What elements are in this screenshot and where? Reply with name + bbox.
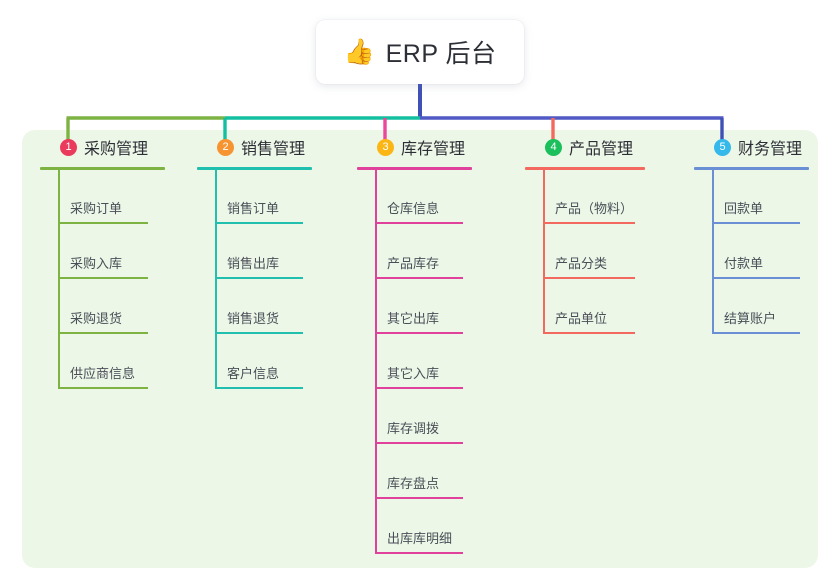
- root-node[interactable]: 👍 ERP 后台: [316, 20, 524, 84]
- branch-item-rule: [58, 332, 148, 334]
- branch-column-2: 2 销售管理销售订单销售出库销售退货客户信息: [197, 130, 312, 389]
- branch-item[interactable]: 产品单位: [525, 298, 657, 334]
- branch-item-rule: [215, 387, 303, 389]
- branch-header-rule-5: [694, 167, 809, 170]
- thumbs-up-icon: 👍: [343, 37, 375, 66]
- branch-header-rule-2: [197, 167, 312, 170]
- branch-badge-3: 3: [377, 138, 394, 156]
- branch-item[interactable]: 其它出库: [357, 298, 485, 334]
- branch-item-label: 库存调拨: [387, 421, 440, 436]
- branch-item-rule: [215, 222, 303, 224]
- branch-header-rule-4: [525, 167, 645, 170]
- branch-item-rule: [215, 332, 303, 334]
- branch-item-rule: [375, 552, 463, 554]
- branch-spine-1: [58, 169, 60, 389]
- branch-item-rule: [375, 497, 463, 499]
- branch-item[interactable]: 回款单: [694, 188, 822, 224]
- branch-item-label: 销售订单: [227, 201, 280, 216]
- branch-item-label: 产品单位: [555, 311, 608, 326]
- branch-item-label: 其它入库: [387, 366, 440, 381]
- branch-item[interactable]: 采购入库: [40, 243, 170, 279]
- branch-item[interactable]: 库存调拨: [357, 408, 485, 444]
- branch-item-rule: [58, 222, 148, 224]
- branch-item-label: 产品（物料）: [555, 201, 634, 216]
- branch-item-rule: [543, 332, 635, 334]
- branch-item[interactable]: 供应商信息: [40, 353, 170, 389]
- branch-item-rule: [58, 277, 148, 279]
- branch-item-label: 产品分类: [555, 256, 608, 271]
- branch-item-label: 供应商信息: [70, 366, 136, 381]
- branch-item-label: 采购退货: [70, 311, 123, 326]
- branch-title-4: 产品管理: [569, 141, 634, 158]
- branch-item[interactable]: 仓库信息: [357, 188, 485, 224]
- branch-item-label: 销售出库: [227, 256, 280, 271]
- branch-item[interactable]: 采购退货: [40, 298, 170, 334]
- branch-item-label: 库存盘点: [387, 476, 440, 491]
- branch-item[interactable]: 销售退货: [197, 298, 325, 334]
- branch-header-1[interactable]: 1 采购管理: [40, 130, 148, 164]
- branch-spine-4: [543, 169, 545, 334]
- branch-item-label: 客户信息: [227, 366, 280, 381]
- branch-item[interactable]: 采购订单: [40, 188, 170, 224]
- branches-panel: [22, 130, 818, 568]
- branch-title-2: 销售管理: [241, 141, 306, 158]
- branch-item-rule: [375, 332, 463, 334]
- root-title: ERP 后台: [385, 40, 497, 68]
- branch-header-4[interactable]: 4 产品管理: [525, 130, 633, 164]
- branch-item-rule: [712, 277, 800, 279]
- branch-item-rule: [543, 222, 635, 224]
- branch-item-label: 仓库信息: [387, 201, 440, 216]
- branch-header-3[interactable]: 3 库存管理: [357, 130, 465, 164]
- branch-item-rule: [712, 332, 800, 334]
- branch-item[interactable]: 产品分类: [525, 243, 657, 279]
- branch-item-rule: [712, 222, 800, 224]
- branch-spine-2: [215, 169, 217, 389]
- branch-item[interactable]: 其它入库: [357, 353, 485, 389]
- branch-badge-5: 5: [714, 138, 731, 156]
- branch-title-3: 库存管理: [401, 141, 466, 158]
- branch-item-label: 采购入库: [70, 256, 123, 271]
- branch-item[interactable]: 销售订单: [197, 188, 325, 224]
- branch-item-label: 出库库明细: [387, 531, 453, 546]
- branch-item-rule: [58, 387, 148, 389]
- branch-item[interactable]: 销售出库: [197, 243, 325, 279]
- branch-item-rule: [375, 442, 463, 444]
- branch-column-5: 5 财务管理回款单付款单结算账户: [694, 130, 809, 334]
- branch-item[interactable]: 出库库明细: [357, 518, 485, 554]
- branch-item-rule: [215, 277, 303, 279]
- branch-item-label: 产品库存: [387, 256, 440, 271]
- branch-item[interactable]: 结算账户: [694, 298, 822, 334]
- branch-column-1: 1 采购管理采购订单采购入库采购退货供应商信息: [40, 130, 165, 389]
- branch-badge-2: 2: [217, 138, 234, 156]
- branch-badge-1: 1: [60, 138, 77, 156]
- branch-spine-5: [712, 169, 714, 334]
- branch-item[interactable]: 客户信息: [197, 353, 325, 389]
- branch-item-label: 结算账户: [724, 311, 777, 326]
- branch-item[interactable]: 付款单: [694, 243, 822, 279]
- branch-column-4: 4 产品管理产品（物料） 产品分类产品单位: [525, 130, 645, 334]
- branch-item-rule: [375, 387, 463, 389]
- branch-item[interactable]: 库存盘点: [357, 463, 485, 499]
- branch-item-rule: [375, 222, 463, 224]
- branch-columns: 1 采购管理采购订单采购入库采购退货供应商信息 2 销售管理销售订单销售出库销售退货客…: [22, 130, 818, 568]
- branch-header-rule-3: [357, 167, 472, 170]
- branch-title-1: 采购管理: [84, 141, 149, 158]
- branch-item[interactable]: 产品库存: [357, 243, 485, 279]
- branch-spine-3: [375, 169, 377, 554]
- branch-item-label: 回款单: [724, 201, 764, 216]
- branch-header-rule-1: [40, 167, 165, 170]
- branch-badge-4: 4: [545, 138, 562, 156]
- branch-title-5: 财务管理: [738, 141, 803, 158]
- branch-header-5[interactable]: 5 财务管理: [694, 130, 802, 164]
- branch-header-2[interactable]: 2 销售管理: [197, 130, 305, 164]
- branch-item-rule: [543, 277, 635, 279]
- branch-item-label: 付款单: [724, 256, 764, 271]
- branch-item-rule: [375, 277, 463, 279]
- branch-column-3: 3 库存管理仓库信息产品库存其它出库其它入库库存调拨库存盘点出库库明细: [357, 130, 472, 554]
- branch-item-label: 其它出库: [387, 311, 440, 326]
- branch-item-label: 采购订单: [70, 201, 123, 216]
- branch-item-label: 销售退货: [227, 311, 280, 326]
- branch-item[interactable]: 产品（物料）: [525, 188, 657, 224]
